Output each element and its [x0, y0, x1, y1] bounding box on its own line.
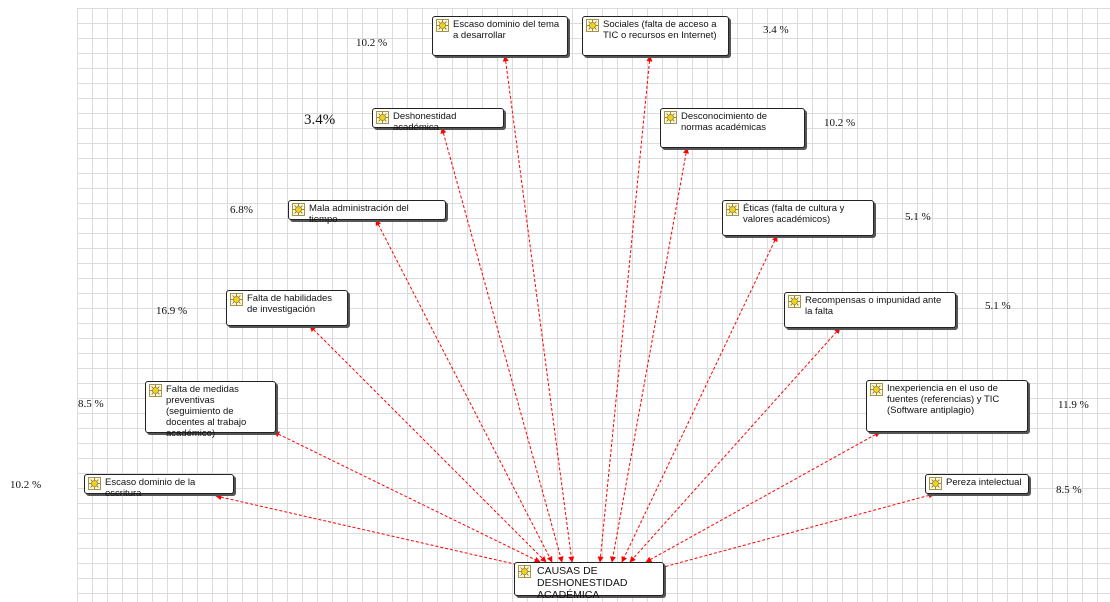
connector-arrow	[273, 431, 541, 563]
cause-label: Escaso dominio del tema a desarrollar	[453, 19, 560, 41]
percent-label: 5.1 %	[905, 211, 931, 223]
cause-node-falta-medidas[interactable]: Falta de medidas preventivas (seguimient…	[145, 381, 276, 439]
cause-label: Falta de habilidades de investigación	[247, 293, 333, 315]
connector-arrow	[309, 325, 547, 563]
lightbulb-icon	[788, 295, 801, 308]
connector-arrow	[645, 431, 881, 563]
lightbulb-icon	[518, 565, 531, 578]
lightbulb-icon	[230, 293, 243, 306]
cause-label: Recompensas o impunidad ante la falta	[805, 295, 942, 317]
lightbulb-icon	[586, 19, 599, 32]
lightbulb-icon	[664, 111, 677, 124]
percent-label: 10.2 %	[10, 479, 42, 491]
cause-node-inexperiencia[interactable]: Inexperiencia en el uso de fuentes (refe…	[866, 380, 1028, 432]
percent-label: 8.5 %	[1056, 484, 1082, 496]
cause-label: Desconocimiento de normas académicas	[681, 111, 768, 133]
percent-label: 16.9 %	[156, 305, 188, 317]
connector-arrow	[610, 147, 689, 563]
cause-label: Sociales (falta de acceso a TIC o recurs…	[603, 19, 717, 41]
connector-arrow	[502, 55, 575, 563]
connector-arrow	[629, 327, 841, 563]
cause-node-pereza-intelectual[interactable]: Pereza intelectual	[925, 474, 1029, 494]
percent-label: 3.4%	[304, 112, 336, 128]
cause-label: Inexperiencia en el uso de fuentes (refe…	[887, 383, 1000, 416]
percent-label: 10.2 %	[356, 37, 388, 49]
lightbulb-icon	[149, 384, 162, 397]
cause-node-recompensas[interactable]: Recompensas o impunidad ante la falta	[784, 292, 956, 328]
lightbulb-icon	[376, 111, 389, 124]
percent-label: 3.4 %	[763, 24, 789, 36]
connector-arrow	[621, 235, 778, 563]
central-node[interactable]: CAUSAS DE DESHONESTIDAD ACADÉMICA	[514, 562, 664, 601]
cause-node-escaso-dominio-escritura[interactable]: Escaso dominio de la escritura	[84, 474, 234, 499]
cause-label: Mala administración del tiempo	[309, 203, 409, 225]
lightbulb-icon	[436, 19, 449, 32]
cause-node-falta-habilidades[interactable]: Falta de habilidades de investigación	[226, 290, 348, 326]
cause-label: Falta de medidas preventivas (seguimient…	[166, 384, 247, 439]
connector-arrow	[659, 492, 935, 570]
connector-arrow	[597, 55, 653, 563]
lightbulb-icon	[929, 477, 942, 490]
cause-node-mala-administracion[interactable]: Mala administración del tiempo	[288, 200, 446, 225]
percent-label: 10.2 %	[824, 117, 856, 129]
cause-label: Deshonestidad académica	[393, 111, 457, 133]
cause-node-escaso-dominio-tema[interactable]: Escaso dominio del tema a desarrollar	[432, 16, 568, 56]
connector-arrow	[215, 494, 533, 570]
lightbulb-icon	[726, 203, 739, 216]
lightbulb-icon	[870, 383, 883, 396]
percent-label: 11.9 %	[1058, 399, 1089, 411]
lightbulb-icon	[292, 203, 305, 216]
cause-node-deshonestidad-academica[interactable]: Deshonestidad académica	[372, 108, 504, 133]
percent-label: 6.8%	[230, 204, 253, 216]
cause-label: Escaso dominio de la escritura	[105, 477, 196, 499]
cause-label: Éticas (falta de cultura y valores acadé…	[743, 203, 845, 225]
central-label: CAUSAS DE DESHONESTIDAD ACADÉMICA	[537, 565, 628, 601]
percent-label: 5.1 %	[985, 300, 1011, 312]
percent-label: 8.5 %	[78, 398, 104, 410]
cause-node-eticas[interactable]: Éticas (falta de cultura y valores acadé…	[722, 200, 874, 236]
cause-node-sociales[interactable]: Sociales (falta de acceso a TIC o recurs…	[582, 16, 729, 56]
lightbulb-icon	[88, 477, 101, 490]
connector-arrow	[440, 127, 564, 563]
cause-node-desconocimiento-normas[interactable]: Desconocimiento de normas académicas	[660, 108, 805, 148]
cause-label: Pereza intelectual	[946, 477, 1022, 488]
connector-arrow	[375, 219, 553, 563]
